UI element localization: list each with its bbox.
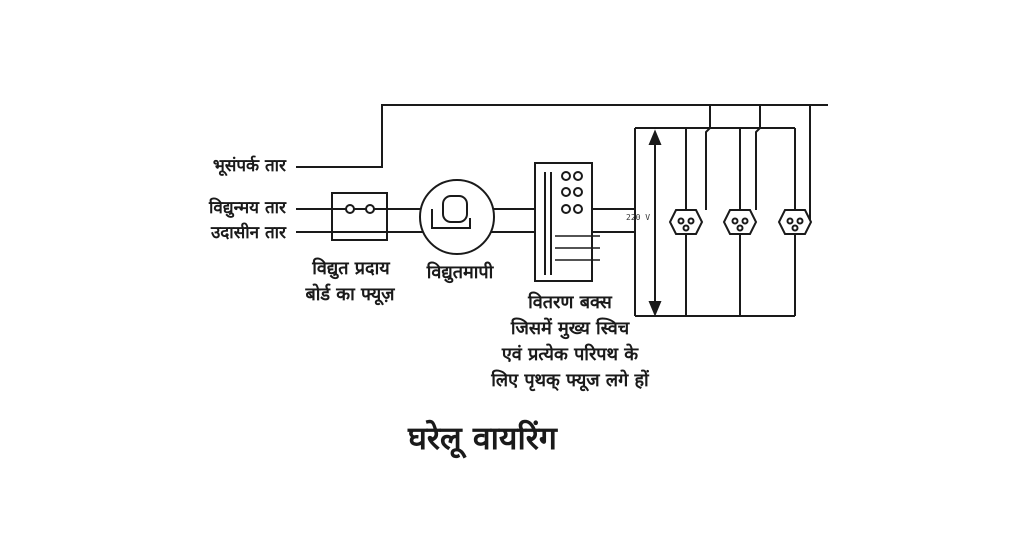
diagram-title: घरेलू वायरिंग (408, 419, 557, 457)
fuse-label-line-2: बोर्ड का फ्यूज़ (305, 284, 395, 305)
socket-2-pin-c (736, 224, 744, 232)
live-wire-label: विद्युन्मय तार (209, 198, 286, 218)
socket-2 (722, 209, 758, 235)
voltage-label: 220 V (626, 213, 651, 222)
circuit-fuse-3a (561, 204, 571, 214)
distribution-label-line-1: वितरण बक्स (528, 292, 612, 313)
voltage-arrow-head-bottom (648, 301, 662, 317)
socket-3 (777, 209, 813, 235)
circuit-fuse-3b (573, 204, 583, 214)
distribution-label-line-4: लिए पृथक् फ्यूज लगे हों (491, 370, 649, 391)
circuit-fuse-1b (573, 171, 583, 181)
circuit-fuse-2b (573, 187, 583, 197)
socket-3-pin-c (791, 224, 799, 232)
earth-drop-1 (705, 105, 711, 210)
socket-1 (668, 209, 704, 235)
meter-coil (431, 209, 471, 229)
voltage-arrow-head-top (648, 129, 662, 145)
distribution-label-line-2: जिसमें मुख्य स्विच (510, 318, 630, 339)
earth-drop-2 (755, 105, 761, 210)
fuse-label-line-1: विद्युत प्रदाय (312, 258, 390, 279)
fuse-terminal-left (345, 204, 355, 214)
neutral-wire-label: उदासीन तार (210, 223, 286, 243)
socket-3-pin-b (796, 217, 804, 225)
fuse-terminal-right (365, 204, 375, 214)
circuit-fuse-1a (561, 171, 571, 181)
meter-label: विद्युतमापी (426, 262, 494, 283)
meter-dial (442, 195, 468, 223)
earth-wire (296, 104, 828, 168)
earth-wire-label: भूसंपर्क तार (212, 156, 286, 176)
socket-3-pin-a (786, 217, 794, 225)
socket-1-pin-b (687, 217, 695, 225)
distribution-box (534, 162, 593, 282)
circuit-fuse-2a (561, 187, 571, 197)
socket-2-pin-a (731, 217, 739, 225)
socket-1-pin-c (682, 224, 690, 232)
socket-2-pin-b (741, 217, 749, 225)
distribution-label-line-3: एवं प्रत्येक परिपथ के (501, 344, 639, 365)
socket-1-pin-a (677, 217, 685, 225)
